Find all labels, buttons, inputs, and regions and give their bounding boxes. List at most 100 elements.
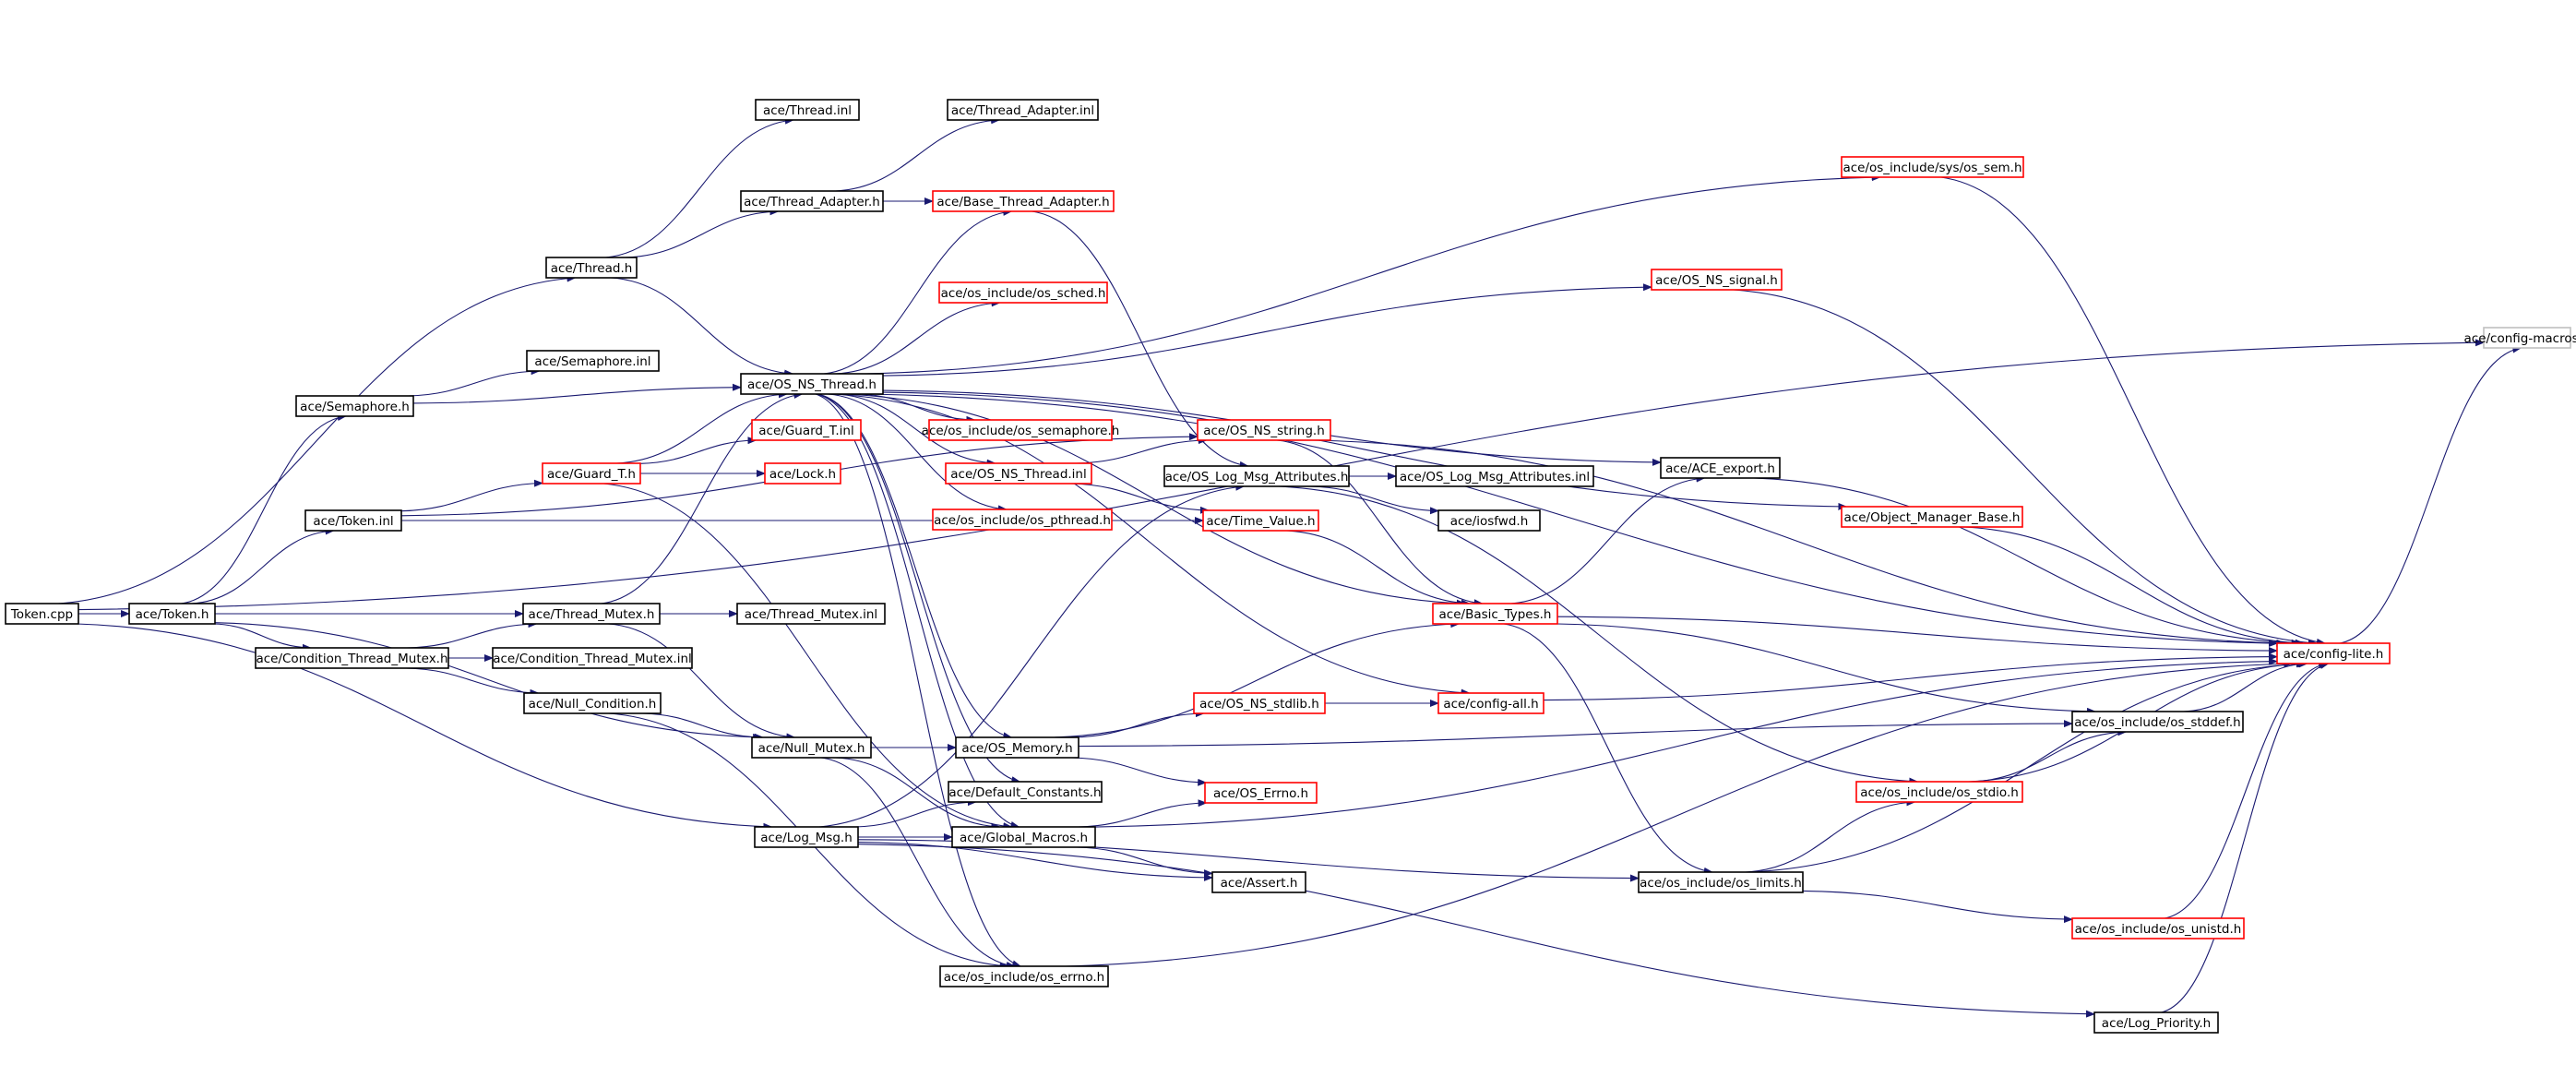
node-label: ace/os_include/os_pthread.h (934, 513, 1111, 528)
node-label: ace/os_include/os_semaphore.h (922, 424, 1120, 438)
node-lock-h[interactable]: ace/Lock.h (764, 462, 841, 485)
node-thread-inl[interactable]: ace/Thread.inl (755, 99, 860, 121)
node-box (1437, 692, 1544, 714)
node-box (1855, 781, 2023, 803)
node-label: ace/Basic_Types.h (1439, 607, 1552, 622)
node-object-manager-base-h[interactable]: ace/Object_Manager_Base.h (1841, 506, 2023, 528)
node-box (1651, 269, 1783, 291)
node-box (304, 509, 402, 532)
edge-os-ns-string-h-to-config-lite-h (1312, 439, 2286, 647)
node-os-sched-h[interactable]: ace/os_include/os_sched.h (938, 281, 1108, 304)
node-os-errno-h[interactable]: ace/os_include/os_errno.h (939, 965, 1109, 987)
edge-ace-export-h-to-config-lite-h (1753, 477, 2301, 647)
node-ace-export-h[interactable]: ace/ACE_export.h (1660, 457, 1781, 479)
node-token-cpp[interactable]: Token.cpp (5, 603, 79, 625)
node-config-macros-h[interactable]: ace/config-macros.h (2464, 327, 2576, 349)
node-label: ace/Guard_T.h (547, 467, 636, 482)
node-label: ace/Condition_Thread_Mutex.inl (493, 652, 692, 666)
node-box (928, 419, 1113, 441)
node-token-inl[interactable]: ace/Token.inl (304, 509, 402, 532)
edge-global-macros-h-to-assert-h (1076, 846, 1213, 878)
edge-os-memory-h-to-os-stddef-h (1078, 720, 2073, 748)
node-os-sem-h[interactable]: ace/os_include/sys/os_sem.h (1841, 156, 2024, 178)
node-log-msg-h[interactable]: ace/Log_Msg.h (754, 826, 859, 848)
node-basic-types-h[interactable]: ace/Basic_Types.h (1432, 603, 1558, 625)
node-box (522, 603, 661, 625)
node-guard-t-h[interactable]: ace/Guard_T.h (542, 462, 641, 485)
node-semaphore-h[interactable]: ace/Semaphore.h (295, 395, 414, 417)
node-os-errno-ace-h[interactable]: ace/OS_Errno.h (1204, 782, 1318, 804)
node-log-priority-h[interactable]: ace/Log_Priority.h (2093, 1011, 2219, 1034)
node-label: ace/config-macros.h (2464, 331, 2576, 346)
node-cond-thread-mutex-inl[interactable]: ace/Condition_Thread_Mutex.inl (492, 647, 693, 669)
node-label: ace/Token.inl (313, 514, 393, 529)
node-box (955, 736, 1079, 759)
node-guard-t-inl[interactable]: ace/Guard_T.inl (751, 419, 862, 441)
edge-os-ns-thread-h-to-os-sched-h (835, 299, 1001, 375)
node-label: ace/Null_Mutex.h (758, 741, 865, 756)
node-assert-h[interactable]: ace/Assert.h (1211, 871, 1306, 893)
edge-os-memory-h-to-os-errno-ace-h (1071, 757, 1208, 786)
node-os-pthread-h[interactable]: ace/os_include/os_pthread.h (932, 509, 1113, 531)
edge-os-errno-h-to-config-lite-h (1065, 660, 2294, 967)
edge-os-sem-h-to-config-lite-h (1940, 176, 2326, 646)
node-thread-adapter-inl[interactable]: ace/Thread_Adapter.inl (947, 99, 1099, 121)
node-cond-thread-mutex-h[interactable]: ace/Condition_Thread_Mutex.h (255, 647, 449, 669)
node-global-macros-h[interactable]: ace/Global_Macros.h (951, 826, 1096, 848)
node-semaphore-inl[interactable]: ace/Semaphore.inl (526, 350, 660, 372)
node-box (5, 603, 79, 625)
node-default-constants-h[interactable]: ace/Default_Constants.h (948, 781, 1103, 803)
node-box (755, 99, 860, 121)
node-os-ns-thread-inl[interactable]: ace/OS_NS_Thread.inl (945, 462, 1092, 485)
node-os-semaphore-h[interactable]: ace/os_include/os_semaphore.h (922, 419, 1120, 441)
node-os-ns-thread-h[interactable]: ace/OS_NS_Thread.h (740, 373, 884, 395)
node-box (948, 781, 1103, 803)
node-token-h[interactable]: ace/Token.h (128, 603, 216, 625)
node-iosfwd-h[interactable]: ace/iosfwd.h (1437, 509, 1541, 532)
node-os-limits-h[interactable]: ace/os_include/os_limits.h (1638, 871, 1804, 893)
node-os-stddef-h[interactable]: ace/os_include/os_stddef.h (2071, 711, 2244, 733)
edge-os-stddef-h-to-config-lite-h (2183, 660, 2308, 712)
node-label: ace/os_include/sys/os_sem.h (1843, 161, 2021, 175)
node-box (736, 603, 886, 625)
node-box (523, 692, 662, 714)
edge-semaphore-h-to-os-ns-thread-h (412, 383, 742, 404)
node-os-ns-signal-h[interactable]: ace/OS_NS_signal.h (1651, 269, 1783, 291)
edge-log-msg-h-to-default-constants-h (855, 798, 977, 828)
node-box (947, 99, 1099, 121)
edge-null-condition-h-to-null-mutex-h (642, 712, 763, 741)
node-label: ace/Log_Priority.h (2102, 1016, 2211, 1031)
node-thread-adapter-h[interactable]: ace/Thread_Adapter.h (740, 190, 884, 212)
node-label: ace/os_include/os_stdio.h (1860, 785, 2019, 800)
node-thread-mutex-inl[interactable]: ace/Thread_Mutex.inl (736, 603, 886, 625)
node-thread-mutex-h[interactable]: ace/Thread_Mutex.h (522, 603, 661, 625)
edge-time-value-h-to-basic-types-h (1286, 530, 1471, 607)
node-label: ace/Thread_Adapter.inl (951, 103, 1094, 118)
node-time-value-h[interactable]: ace/Time_Value.h (1202, 509, 1319, 532)
node-os-memory-h[interactable]: ace/OS_Memory.h (955, 736, 1079, 759)
node-os-stdio-h[interactable]: ace/os_include/os_stdio.h (1855, 781, 2023, 803)
node-box (2093, 1011, 2219, 1034)
node-box (492, 647, 693, 669)
node-os-log-msg-attr-inl[interactable]: ace/OS_Log_Msg_Attributes.inl (1395, 465, 1594, 487)
edge-os-ns-thread-h-to-os-sem-h (864, 174, 1881, 375)
node-null-condition-h[interactable]: ace/Null_Condition.h (523, 692, 662, 714)
node-null-mutex-h[interactable]: ace/Null_Mutex.h (751, 736, 872, 759)
node-config-lite-h[interactable]: ace/config-lite.h (2276, 642, 2391, 664)
node-label: ace/Guard_T.inl (758, 424, 853, 438)
node-os-ns-string-h[interactable]: ace/OS_NS_string.h (1197, 419, 1331, 441)
edge-basic-types-h-to-os-stddef-h (1556, 623, 2096, 715)
node-thread-h[interactable]: ace/Thread.h (545, 257, 638, 279)
node-box (1197, 419, 1331, 441)
node-box (1660, 457, 1781, 479)
node-os-log-msg-attr-h[interactable]: ace/OS_Log_Msg_Attributes.h (1163, 465, 1350, 487)
node-label: ace/Time_Value.h (1206, 514, 1315, 529)
node-label: ace/os_include/os_limits.h (1640, 876, 1802, 891)
node-os-ns-stdlib-h[interactable]: ace/OS_NS_stdlib.h (1193, 692, 1326, 714)
node-box (2276, 642, 2391, 664)
edge-os-ns-thread-h-to-os-ns-thread-inl (835, 393, 996, 467)
node-config-all-h[interactable]: ace/config-all.h (1437, 692, 1544, 714)
node-base-thread-adapter-h[interactable]: ace/Base_Thread_Adapter.h (932, 190, 1115, 212)
node-os-unistd-h[interactable]: ace/os_include/os_unistd.h (2071, 917, 2245, 939)
